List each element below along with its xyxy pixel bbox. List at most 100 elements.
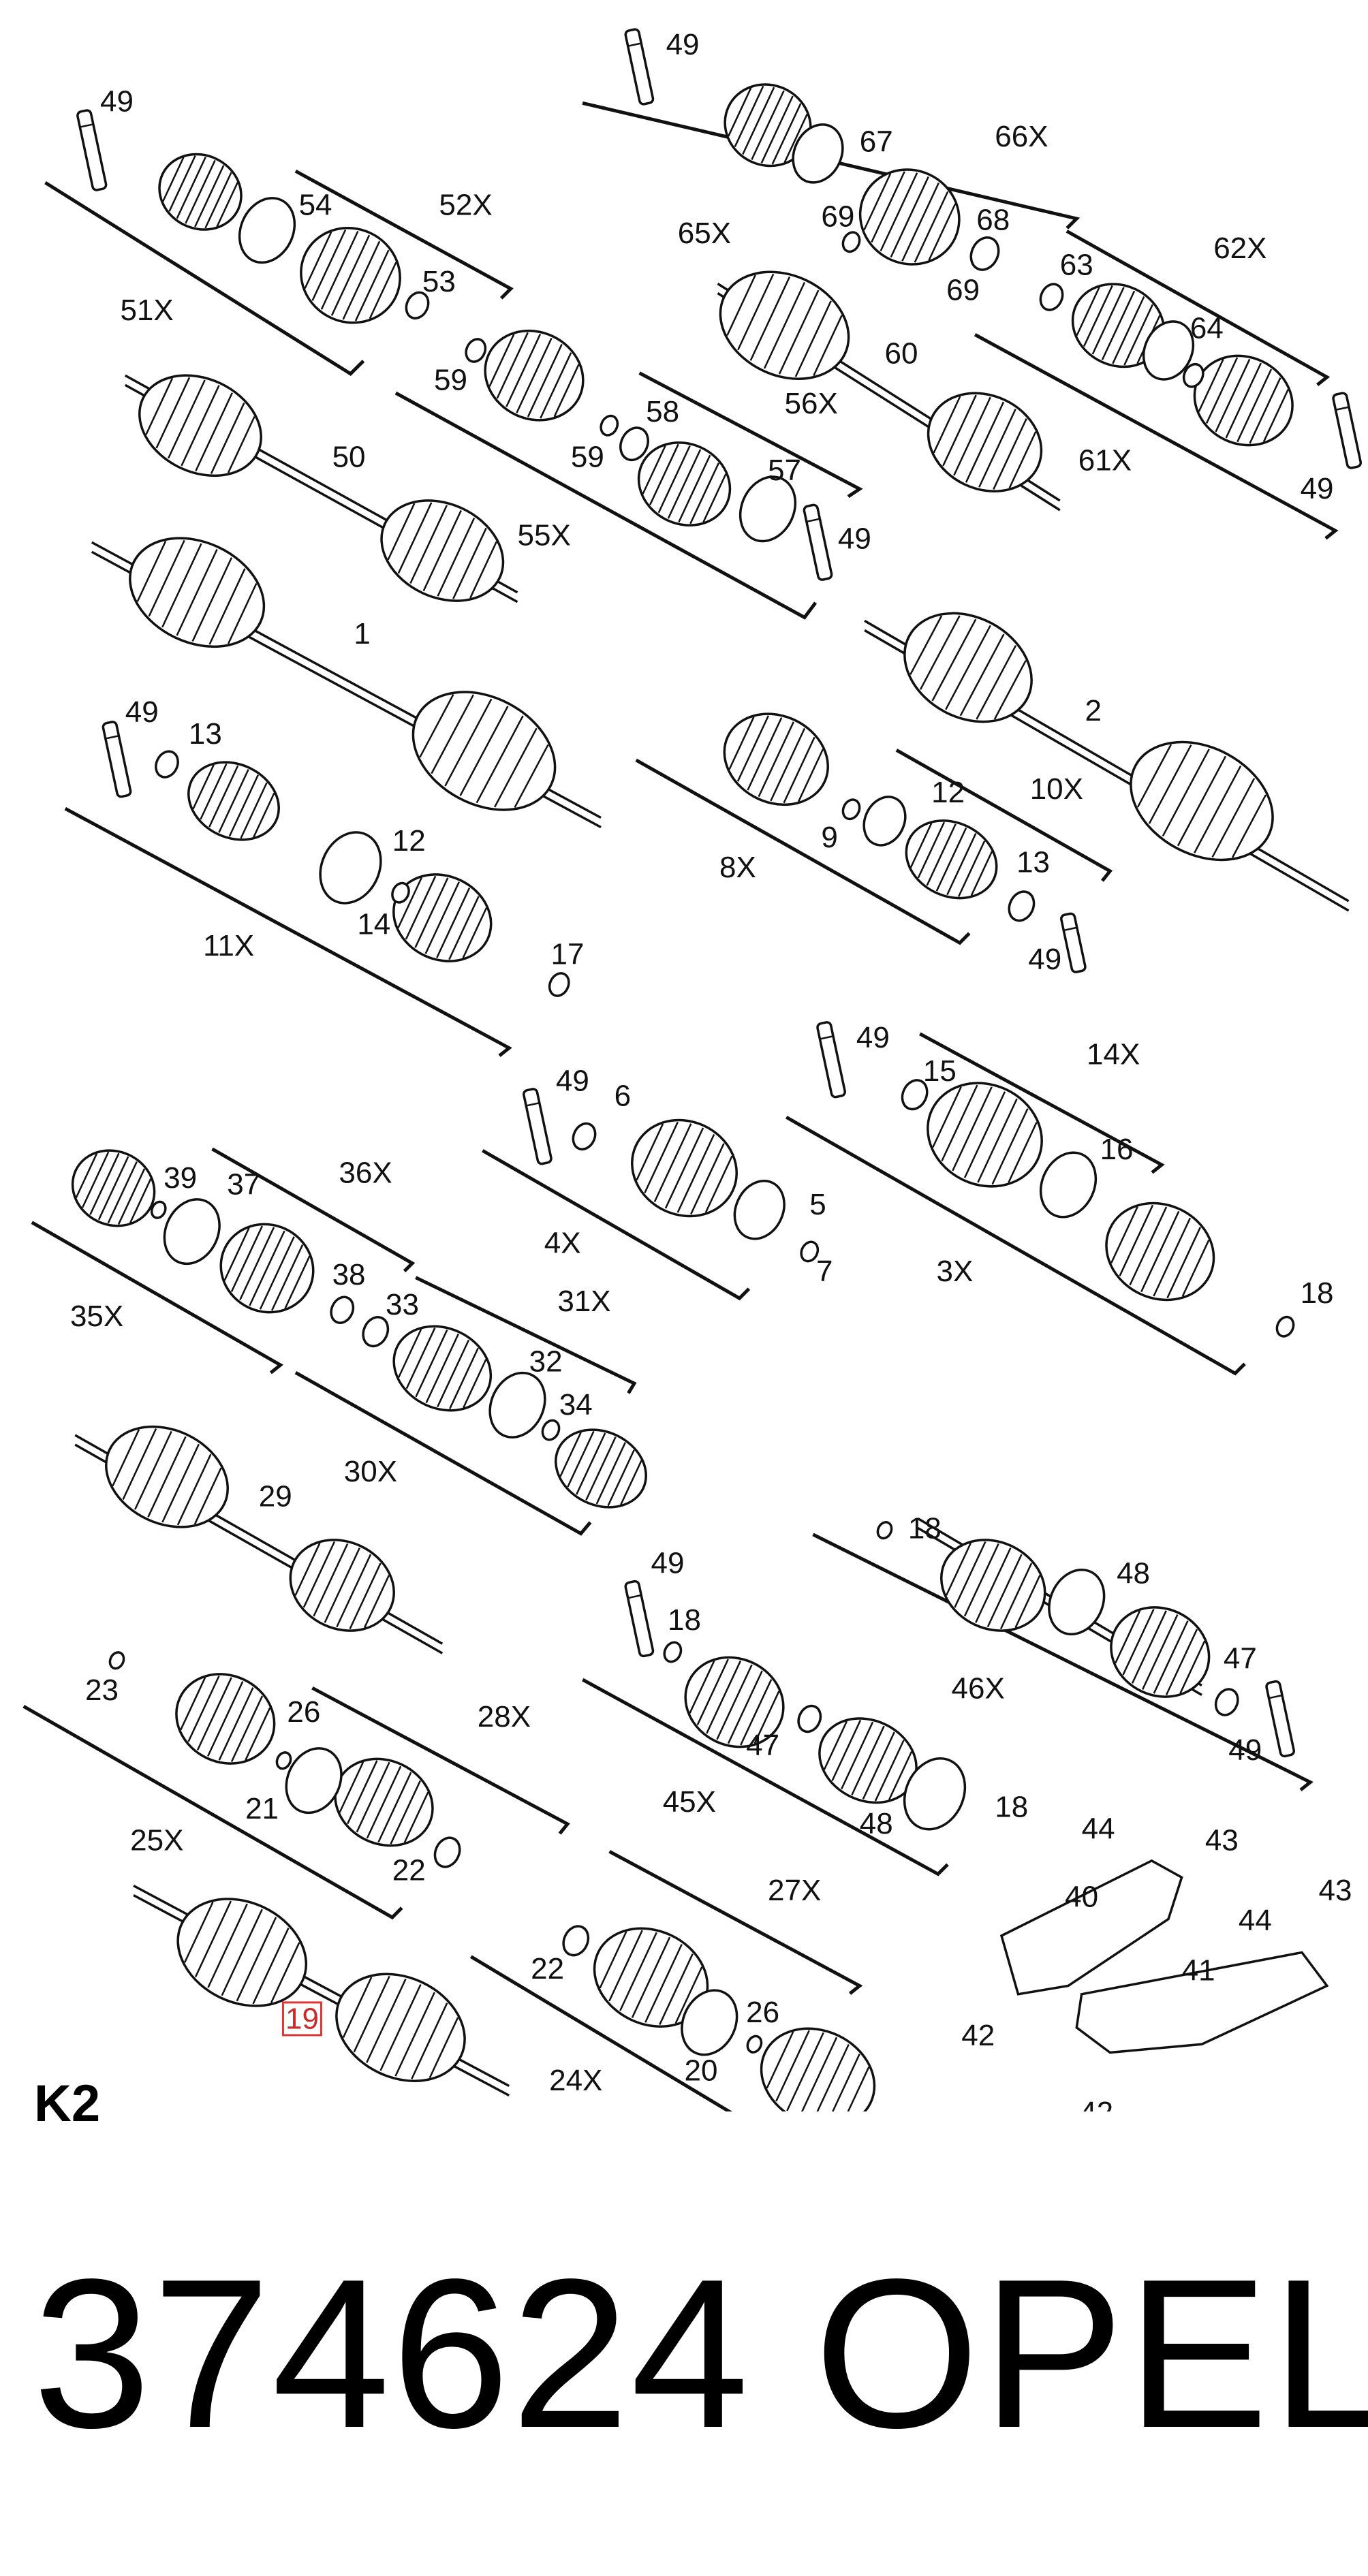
clamp-ring	[792, 123, 844, 184]
cv-boot	[138, 374, 262, 477]
cv-boot	[905, 819, 998, 900]
callout-label: 14X	[1087, 1037, 1140, 1071]
callout-label: 49	[856, 1021, 890, 1054]
callout-label: 46X	[952, 1671, 1005, 1705]
callout-label: 26	[746, 1996, 779, 2029]
clamp-ring	[739, 475, 797, 543]
callout-label: 6	[615, 1080, 631, 1113]
assembly-bracket	[64, 806, 512, 1057]
cv-boot	[940, 1539, 1046, 1632]
assembly-bracket	[394, 391, 818, 620]
cv-boot	[1110, 1606, 1211, 1698]
assembly-bracket	[31, 1221, 284, 1375]
cv-boot	[927, 392, 1043, 492]
callout-label: 49	[1228, 1733, 1262, 1767]
assembly-bracket	[415, 1276, 637, 1394]
callout-label: 69	[946, 273, 980, 307]
assembly-bracket	[44, 181, 365, 376]
callout-label: 20	[685, 2054, 718, 2088]
part-number: 374624	[33, 2235, 751, 2472]
callout-label: 44	[1082, 1812, 1115, 1845]
clamp-ring	[663, 1641, 683, 1663]
callout-label: 26	[287, 1695, 320, 1729]
callout-label: 38	[332, 1258, 366, 1291]
callout-label: 60	[885, 336, 918, 370]
clamp-ring	[619, 426, 649, 462]
assembly-bracket	[895, 749, 1113, 882]
callout-label: 5	[809, 1188, 826, 1221]
callout-label: 21	[245, 1792, 279, 1825]
callout-label: 59	[434, 364, 467, 397]
cv-boot	[392, 873, 493, 962]
grease-tube	[1060, 912, 1087, 973]
callout-label-highlighted: 19	[285, 2002, 319, 2036]
callout-label: 12	[392, 824, 426, 858]
callout-label: 34	[559, 1388, 593, 1421]
cv-boot	[637, 441, 732, 527]
callout-label: 37	[227, 1168, 260, 1201]
assembly-bracket	[482, 1149, 751, 1301]
callout-label: 18	[995, 1790, 1028, 1823]
cv-boot	[1130, 740, 1274, 862]
callout-label: 65X	[678, 217, 731, 250]
callout-label: 54	[299, 188, 332, 221]
cv-boot	[380, 499, 505, 602]
clamp-ring	[841, 231, 861, 253]
callout-label: 49	[100, 85, 134, 119]
callout-label: 49	[666, 28, 700, 61]
callout-label: 49	[838, 522, 871, 555]
clamp-ring	[901, 1079, 929, 1111]
assembly-bracket	[1066, 230, 1331, 387]
callout-label: 59	[571, 440, 604, 473]
callout-label: 61X	[1078, 443, 1132, 477]
clamp-ring	[1048, 1568, 1106, 1636]
callout-label: 28X	[478, 1700, 531, 1733]
callout-label: 43	[1319, 1874, 1352, 1907]
assembly-bracket	[785, 1116, 1246, 1376]
assembly-bracket	[638, 371, 863, 499]
callout-label: 16	[1100, 1133, 1134, 1166]
clamp-ring	[903, 1757, 967, 1831]
callout-label: 69	[821, 200, 854, 234]
callout-label: 17	[551, 937, 585, 971]
grease-tube	[76, 109, 108, 191]
air-duct	[999, 1859, 1183, 1996]
assembly-bracket	[974, 333, 1339, 540]
grease-tube	[1265, 1680, 1296, 1758]
clamp-ring	[681, 1989, 739, 2056]
clamp-ring	[746, 2035, 763, 2054]
cv-boot	[334, 1757, 434, 1847]
callout-label: 67	[860, 125, 893, 158]
clamp-ring	[1008, 890, 1036, 922]
callout-label: 62X	[1213, 232, 1266, 265]
clamp-ring	[876, 1521, 893, 1540]
cv-boot	[927, 1082, 1043, 1188]
clamp-ring	[465, 338, 487, 363]
callout-label: 29	[259, 1480, 292, 1513]
callout-label: 49	[1301, 472, 1334, 505]
callout-label: 36X	[339, 1156, 392, 1189]
cv-boot	[176, 1898, 308, 2007]
assembly-bracket	[294, 170, 514, 300]
callout-label: 68	[976, 203, 1010, 236]
callout-label: 44	[1239, 1904, 1272, 1937]
clamp-ring	[275, 1751, 292, 1770]
cv-boot	[858, 168, 961, 266]
callout-label: 53	[422, 265, 456, 298]
grease-tube	[1332, 392, 1363, 469]
cv-boot	[392, 1325, 493, 1412]
cv-boot	[719, 270, 850, 380]
callout-label: 24X	[549, 2064, 602, 2097]
clamp-ring	[362, 1316, 390, 1348]
cv-boot	[71, 1149, 156, 1227]
assembly-brackets	[22, 101, 1339, 2111]
callout-label: 42	[961, 2019, 995, 2052]
callout-label: 41	[1182, 1954, 1215, 1988]
callout-label: 25X	[130, 1823, 183, 1857]
cv-boot	[158, 153, 243, 231]
assembly-bracket	[608, 1850, 863, 1995]
callout-label: 18	[908, 1511, 942, 1545]
callout-label: 58	[646, 395, 679, 428]
highlight-box	[281, 2001, 322, 2037]
